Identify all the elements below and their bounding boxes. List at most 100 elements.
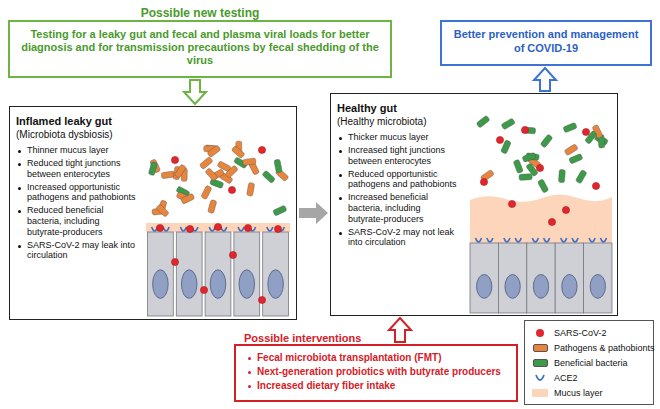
bacterium [207,145,221,158]
block-arrow [534,68,556,91]
bacterium [199,157,213,170]
panel-subtitle: (Healthy microbiota) [337,116,457,129]
legend-swatch [533,359,548,367]
ace2-receptor [487,238,493,242]
legend-sample [531,387,549,399]
bacterium [564,144,578,156]
bullet-item: Reduced beneficial bacteria, including b… [16,205,136,237]
ace2-receptor [572,238,578,242]
bacterium [262,170,276,183]
bullet-dot [18,245,21,248]
node-content: Inflamed leaky gut(Microbiota dysbiosis)… [10,107,142,269]
legend-entry: Mucus layer [531,385,647,400]
panel-subtitle: (Microbiota dysbiosis) [16,129,136,142]
virus-particle [244,224,251,231]
ace2-receptor [163,227,169,231]
ace2-receptor [504,238,510,242]
bullet-dot [339,150,342,153]
testing-box: Testing for a leaky gut and fecal and pl… [8,20,392,78]
bullet-item: Next-generation probiotics with butyrate… [246,366,506,378]
node-content: Testing for a leaky gut and fecal and pl… [10,22,390,74]
bullet-dot [339,197,342,200]
bacterium [273,205,287,216]
legend-text: Beneficial bacteria [554,358,628,368]
legend-entry: Pathogens & pathobionts [531,340,647,355]
bullet-text: SARS-CoV-2 may not leak into circulation [348,227,457,249]
panel-title: Inflamed leaky gut [16,115,136,129]
bullet-text: Reduced tight junctions between enterocy… [27,158,136,180]
virus-particle [274,225,281,232]
bullet-item: Increased tight junctions between entero… [337,145,457,167]
bullet-dot [18,187,21,190]
bullet-item: Fecal microbiota transplantation (FMT) [246,352,506,364]
bacterium [537,179,548,193]
cell-nucleus [590,275,605,299]
enterocyte [498,243,526,313]
bacterium [563,122,577,133]
enterocyte [234,232,260,316]
ace2-receptor [238,227,244,231]
bacterium [231,146,245,159]
bullet-item: Thicker mucus layer [337,132,457,143]
cell-nucleus [562,275,577,299]
bacterium [247,182,255,196]
bacterium [210,178,224,188]
virus-particle [258,146,265,153]
enterocyte [148,232,174,316]
ace2-receptor [532,238,538,242]
virus-particle [229,251,236,258]
legend-sample [531,357,549,369]
bullet-text: Increased tight junctions between entero… [348,145,457,167]
block-arrow [299,202,328,224]
bacterium [225,165,239,178]
bacterium [522,152,536,162]
bacterium [558,169,565,182]
ace2-symbol [533,373,547,383]
bacterium [522,127,535,134]
virus-particle [480,178,487,185]
virus-particle [582,128,589,135]
bullet-text: Increased beneficial bacteria, including… [348,192,457,224]
cell-nucleus [239,270,255,299]
legend-entry: Beneficial bacteria [531,355,647,370]
bullet-item: Reduced tight junctions between enterocy… [16,158,136,180]
legend-text: Pathogens & pathobionts [554,343,655,353]
bacterium [569,153,583,164]
virus-particle [228,186,235,193]
ace2-receptor [561,238,567,242]
virus-particle [186,225,193,232]
node-content: Fecal microbiota transplantation (FMT) Ne… [236,346,516,396]
bullet-dot [18,150,21,153]
legend-swatch [532,389,548,397]
bullet-dot [339,232,342,235]
cell-nucleus [505,275,520,299]
bacterium [476,115,490,128]
box-text: Testing for a leaky gut and fecal and pl… [20,28,380,68]
bullet-text: SARS-CoV-2 may leak into circulation [27,240,136,262]
bacterium [161,171,175,179]
bacterium [148,162,157,176]
ace2-receptor [600,238,606,242]
bullet-item: Increased beneficial bacteria, including… [337,192,457,224]
legend-text: ACE2 [554,373,578,383]
legend-swatch [533,344,548,352]
cell-nucleus [210,270,226,299]
bullet-text: Thicker mucus layer [348,132,429,143]
bacterium [156,204,170,217]
ace2-symbol-path [536,375,544,380]
bullet-text: Fecal microbiota transplantation (FMT) [257,352,441,364]
cell-nucleus [533,275,548,299]
bullet-dot [248,357,251,360]
cell-nucleus [153,270,169,299]
box-text: Better prevention and management of COVI… [452,28,640,56]
enterocyte [584,243,612,313]
cell-nucleus [181,270,197,299]
virus-particle [521,126,528,133]
bacterium [274,159,282,173]
bullet-dot [18,210,21,213]
bullet-text: Next-generation probiotics with butyrate… [257,366,501,378]
bullet-dot [248,371,251,374]
legend-entry: SARS-CoV-2 [531,325,647,340]
leaky-gut-panel: Inflamed leaky gut(Microbiota dysbiosis)… [9,106,297,320]
